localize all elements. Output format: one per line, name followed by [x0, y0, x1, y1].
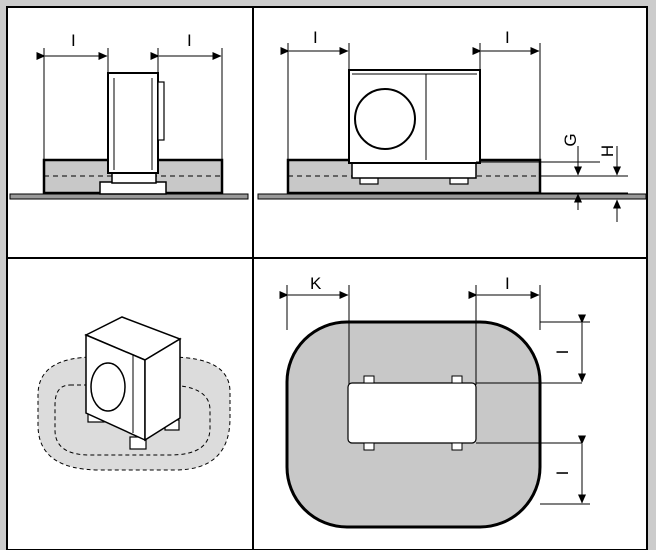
dimension-label-G: G — [561, 133, 580, 146]
panel-top-view: K I I I — [279, 274, 590, 529]
dimension-label-top-I: I — [505, 274, 510, 293]
panel-isometric-view — [37, 316, 231, 471]
dimension-label-H: H — [598, 145, 617, 157]
dimension-label-side-bottom-I: I — [553, 471, 572, 476]
heat-pump-unit-isometric — [84, 316, 182, 450]
heat-pump-unit-side — [99, 72, 167, 195]
dimension-label-K: K — [310, 274, 322, 293]
fan-grille — [354, 88, 416, 150]
dimension-label-side-top-I: I — [553, 350, 572, 355]
unit-footprint — [347, 375, 477, 451]
panel-side-view: I I — [9, 31, 249, 200]
dimension-label-right-I: I — [505, 28, 510, 47]
fan-grille — [90, 362, 126, 412]
dimension-label-right-I: I — [187, 31, 192, 50]
heat-pump-unit-front — [348, 69, 481, 185]
dimension-label-left-I: I — [313, 28, 318, 47]
dimension-label-left-I: I — [71, 31, 76, 50]
panel-front-view: I I G H — [257, 28, 647, 222]
